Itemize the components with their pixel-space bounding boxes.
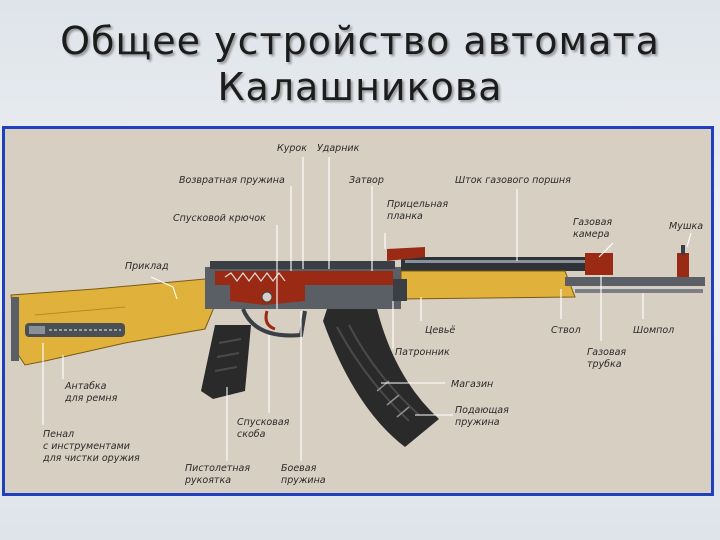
label-magazin: Магазин [451,379,493,390]
rifle-illustration [10,245,705,447]
label-priklad: Приклад [125,261,169,272]
label-zatvor: Затвор [349,175,384,186]
slide-title: Общее устройство автомата Калашникова [0,18,720,110]
label-shompol: Шомпол [633,325,674,336]
label-pritselnaya-1: Прицельная [387,199,448,210]
bolt-carrier-shape [215,271,393,285]
label-gazovaya-kamera-2: камера [573,229,610,240]
label-podayushchaya-1: Подающая [455,405,509,416]
label-kurok: Курок [277,143,307,154]
label-spuskovaya-skoba-1: Спусковая [237,417,290,428]
barrel-shape [565,277,705,286]
label-spuskovoy-kryuchok: Спусковой крючок [173,213,266,224]
stock-shape [10,278,216,366]
label-boevaya-1: Боевая [281,463,317,474]
label-vozvratnaya-pruzhina: Возвратная пружина [179,175,285,186]
leader-lines [42,157,692,461]
gas-tube-shape [401,257,601,271]
rifle-diagram: Курок Ударник Возвратная пружина Затвор … [10,143,705,486]
label-shtok: Шток газового поршня [455,175,571,186]
label-gazovaya-trubka-1: Газовая [587,347,626,358]
label-penal-2: с инструментами [43,441,130,452]
diagram-frame: Курок Ударник Возвратная пружина Затвор … [2,126,714,496]
label-stvol: Ствол [551,325,581,336]
title-line-1: Общее устройство автомата [60,19,660,63]
label-penal-3: для чистки оружия [42,453,140,464]
label-spuskovaya-skoba-2: скоба [237,429,266,440]
title-line-2: Калашникова [217,65,503,109]
magazine-shape [323,309,439,447]
pistol-grip-shape [201,325,251,399]
label-boevaya-2: пружина [281,475,326,486]
label-antabka-1: Антабка [64,381,107,392]
label-patronnik: Патронник [395,347,450,358]
label-pistoletnaya-1: Пистолетная [185,463,250,474]
label-gazovaya-kamera-1: Газовая [573,217,612,228]
label-penal-1: Пенал [43,429,74,440]
part-labels: Курок Ударник Возвратная пружина Затвор … [42,143,703,486]
handguard-shape [400,270,576,300]
cleaning-rod-shape [575,289,703,293]
label-gazovaya-trubka-2: трубка [587,359,622,370]
label-mushka: Мушка [669,221,703,232]
label-tsevye: Цевьё [425,325,455,336]
label-udarnik: Ударник [317,143,360,154]
label-podayushchaya-2: пружина [455,417,500,428]
trigger-guard-shape [241,308,307,338]
label-antabka-2: для ремня [64,393,118,404]
label-pritselnaya-2: планка [387,211,423,222]
label-pistoletnaya-2: рукоятка [184,475,231,486]
